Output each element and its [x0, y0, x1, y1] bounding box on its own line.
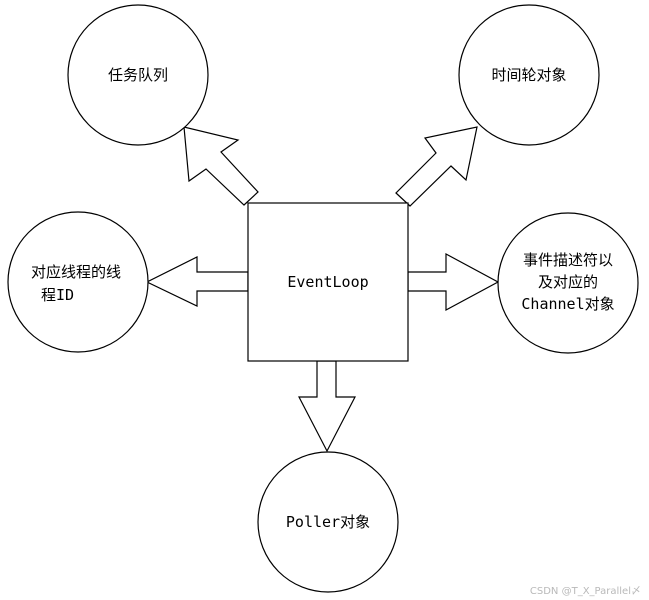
thread-id-node	[7, 211, 149, 353]
thread-id-label-line1: 对应线程的线	[31, 263, 121, 281]
arrow-to-poller	[298, 360, 356, 453]
arrow-to-task-queue	[183, 126, 259, 206]
watermark: CSDN @T_X_Parallel〆	[530, 586, 641, 597]
eventloop-label: EventLoop	[287, 273, 368, 291]
arrow-to-channel	[407, 252, 500, 312]
task-queue-node	[67, 4, 209, 146]
eventloop-box	[247, 202, 409, 362]
channel-label-line3: Channel对象	[521, 295, 614, 313]
poller-label: Poller对象	[286, 513, 370, 531]
thread-id-label-line2: 程ID	[41, 286, 74, 304]
channel-label-line1: 事件描述符以	[523, 251, 613, 269]
poller-node	[257, 451, 399, 593]
arrow-to-thread-id	[145, 256, 249, 307]
arrow-to-timer-wheel	[395, 126, 478, 207]
task-queue-label: 任务队列	[108, 66, 168, 84]
channel-label-line2: 及对应的	[538, 273, 598, 291]
channel-node	[497, 212, 639, 354]
timer-wheel-node	[458, 4, 600, 146]
timer-wheel-label: 时间轮对象	[491, 66, 566, 84]
